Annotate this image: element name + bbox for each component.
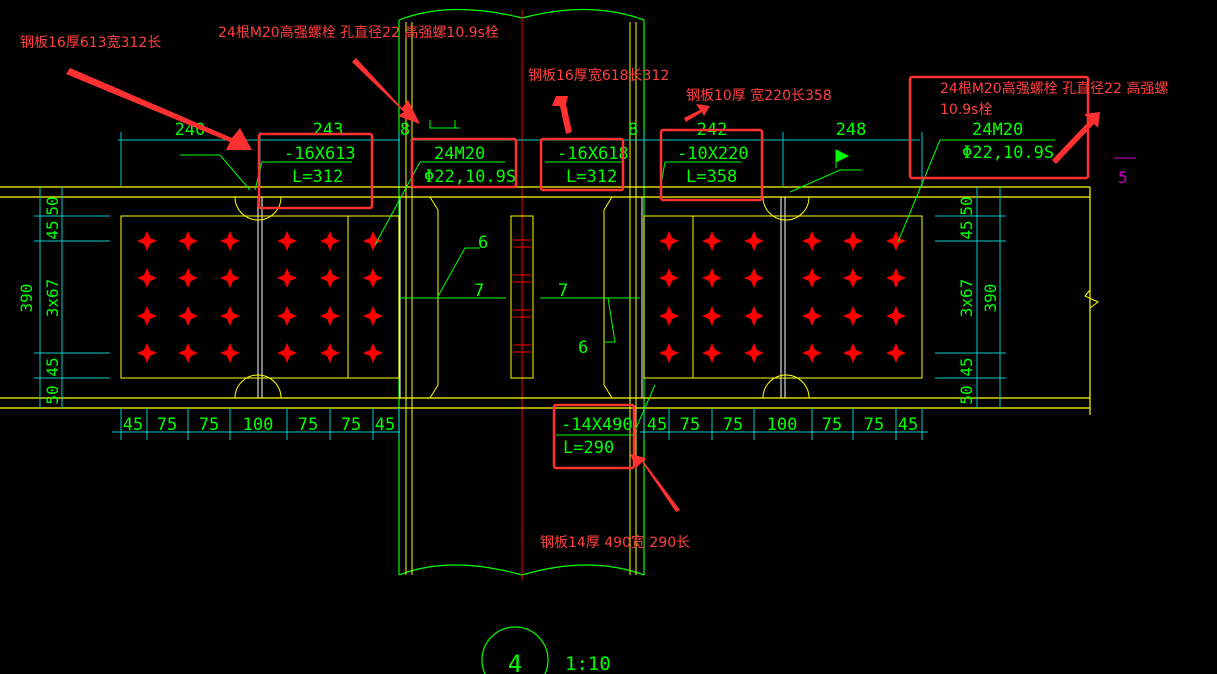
tag3-top: -16X618 (557, 144, 629, 164)
annotation-2: 24根M20高强螺栓 孔直径22 高强螺10.9s栓 (218, 24, 499, 41)
annotation-arrows (66, 58, 1100, 512)
dim-right-a: 45 (957, 220, 976, 239)
annotation-5-line1: 24根M20高强螺栓 孔直径22 高强螺 (940, 80, 1168, 97)
arrow-2-icon (352, 58, 420, 124)
bolt-group-left (137, 231, 383, 363)
dim-br-4: 100 (767, 415, 798, 435)
tag5-top: 24M20 (972, 120, 1023, 140)
side-dims: 390 3x67 45 50 45 50 3x67 390 45 50 45 5… (17, 196, 1000, 404)
arrow-4-icon (684, 104, 710, 122)
break-line (1084, 289, 1099, 309)
dim-bl-3: 75 (199, 415, 219, 435)
dim-left-c: 45 (43, 357, 62, 376)
dim-right-mid: 3x67 (957, 279, 976, 318)
weld-1: 6 (478, 233, 488, 253)
dim-top-3: 8 (400, 120, 410, 140)
weld-4: 6 (578, 338, 588, 358)
dim-right-b: 50 (957, 196, 976, 215)
tag1-bot: L=312 (292, 167, 343, 187)
tag-texts: -16X613 L=312 24M20 Φ22,10.9S -16X618 L=… (284, 120, 1054, 458)
dim-right-d: 50 (957, 385, 976, 404)
bolt-group-right (659, 231, 906, 363)
dim-right-c: 45 (957, 357, 976, 376)
tag3-bot: L=312 (566, 167, 617, 187)
beam-web (257, 197, 786, 398)
annotation-4: 钢板10厚 宽220长358 (686, 87, 832, 104)
arrow-3-icon (552, 96, 572, 134)
dim-bl-5: 75 (298, 415, 318, 435)
arrow-1-icon (66, 68, 252, 150)
dim-top-4: 8 (628, 120, 638, 140)
weld-2: 7 (474, 281, 484, 301)
dim-br-1: 45 (647, 415, 667, 435)
tag2-bot: Φ22,10.9S (424, 167, 516, 187)
tag1-top: -16X613 (284, 144, 356, 164)
dimension-lines (34, 132, 1006, 440)
dim-br-7: 45 (898, 415, 918, 435)
center-bolts (513, 239, 531, 353)
arrow-5-icon (1052, 112, 1100, 164)
annotations: 钢板16厚613宽312长 24根M20高强螺栓 孔直径22 高强螺10.9s栓… (20, 24, 1168, 551)
side-mark: 5 (1114, 157, 1136, 187)
arrow-6-icon (630, 454, 680, 512)
dim-top-6: 248 (836, 120, 867, 140)
weld-symbols: 6 7 7 6 (474, 233, 588, 358)
section-mark: 4 1:10 (481, 626, 611, 674)
section-scale: 1:10 (565, 653, 611, 674)
annotation-5-line2: 10.9s栓 (940, 102, 992, 118)
section-number: 4 (508, 650, 522, 674)
annotation-1: 钢板16厚613宽312长 (20, 34, 161, 51)
side-mark-number: 5 (1118, 168, 1128, 187)
dim-right-total: 390 (981, 284, 1000, 313)
dim-bl-7: 45 (375, 415, 395, 435)
dim-br-2: 75 (680, 415, 700, 435)
dim-bl-6: 75 (341, 415, 361, 435)
dim-left-a: 45 (43, 220, 62, 239)
dim-br-6: 75 (864, 415, 884, 435)
dim-top-2: 243 (313, 120, 344, 140)
weld-flag-icon (835, 149, 850, 168)
bottom-dims: 45 75 75 100 75 75 45 45 75 75 100 75 75… (123, 415, 918, 435)
dim-left-b: 50 (43, 196, 62, 215)
annotation-6: 钢板14厚 490宽 290长 (540, 534, 690, 551)
tag4-bot: L=358 (686, 167, 737, 187)
highlight-boxes (257, 75, 1090, 470)
dim-left-d: 50 (43, 385, 62, 404)
dim-left-total: 390 (17, 284, 36, 313)
leader-lines (180, 120, 1055, 436)
tag2-top: 24M20 (434, 144, 485, 164)
dim-br-3: 75 (723, 415, 743, 435)
tag4-top: -10X220 (677, 144, 749, 164)
weld-3: 7 (558, 281, 568, 301)
dim-bl-4: 100 (243, 415, 274, 435)
dim-bl-1: 45 (123, 415, 143, 435)
dim-left-mid: 3x67 (43, 279, 62, 318)
tag5-bot: Φ22,10.9S (962, 143, 1054, 163)
dim-bl-2: 75 (157, 415, 177, 435)
tag6-top: -14X490 (561, 415, 633, 435)
beam-flanges (0, 186, 1091, 415)
tag6-bot: L=290 (563, 438, 614, 458)
dim-br-5: 75 (822, 415, 842, 435)
annotation-3: 钢板16厚宽618长312 (528, 67, 669, 84)
